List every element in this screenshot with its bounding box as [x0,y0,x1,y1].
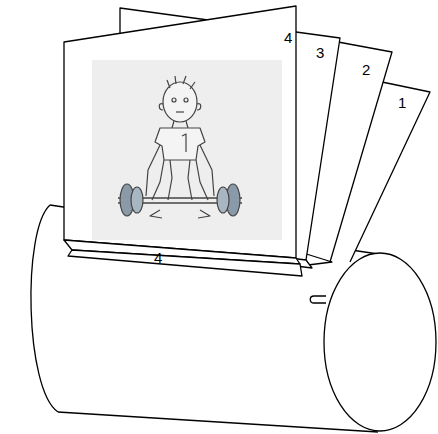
sheet-number: 4 [284,30,292,45]
sheet-number: 2 [362,62,370,77]
strip-number: 4 [154,250,162,265]
sheet-number: 1 [398,95,406,110]
cylinder-left-end [31,205,58,412]
sheet-number: 3 [316,45,324,60]
slot [310,296,326,303]
weightlifter-sketch [118,76,242,218]
sheet-4-strip [68,250,302,276]
sheet-4 [64,6,296,258]
cylinder-right-end [324,253,436,431]
picture-ground [92,60,282,240]
